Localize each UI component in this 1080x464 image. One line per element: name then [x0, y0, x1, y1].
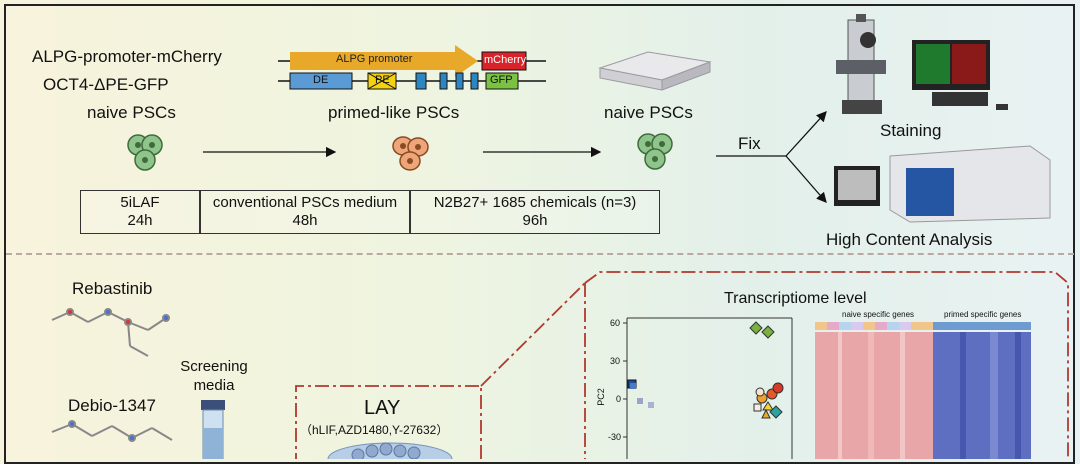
- timeline-box-3: N2B27+ 1685 chemicals (n=3) 96h: [410, 190, 660, 234]
- lay-subtitle: （hLIF,AZD1480,Y-27632）: [300, 423, 449, 437]
- timeline-box-1: 5iLAF 24h: [80, 190, 200, 234]
- staining-label: Staining: [880, 121, 942, 140]
- pca-plot: [623, 317, 793, 459]
- connector-line: [480, 282, 586, 387]
- transcriptome-title: Transcriptiome level: [724, 290, 867, 307]
- panel-divider: [6, 253, 1074, 255]
- screening-tube: [201, 400, 225, 459]
- naive-genes-label: naive specific genes: [842, 310, 915, 319]
- timeline-medium-2: conventional PSCs medium: [212, 194, 398, 211]
- timeline-time-2: 48h: [292, 212, 318, 229]
- gfp-label: GFP: [490, 74, 513, 86]
- pca-ytick-0: 0: [616, 394, 622, 404]
- reporter-2-label: OCT4-ΔPE-GFP: [43, 75, 169, 94]
- pca-ytick-neg30: -30: [608, 432, 622, 442]
- construct-1: [278, 45, 546, 77]
- microscope: [836, 14, 886, 114]
- arrow-down: [785, 155, 827, 203]
- timeline-medium-3: N2B27+ 1685 chemicals (n=3): [433, 194, 637, 211]
- stage-2-label: primed-like PSCs: [328, 103, 460, 122]
- stage-3-label: naive PSCs: [604, 103, 693, 122]
- arrow-up: [785, 111, 827, 157]
- lay-dish-cells: [351, 442, 421, 459]
- pe-label: PE: [375, 74, 390, 86]
- lay-title: LAY: [364, 397, 401, 419]
- well-plate: [598, 51, 712, 91]
- primed-genes-label: primed specific genes: [944, 310, 1022, 319]
- screening-media-label: Screening media: [180, 358, 248, 394]
- de-label: DE: [313, 74, 329, 86]
- pca-ylabel: PC2: [595, 388, 606, 406]
- stage-1-label: naive PSCs: [87, 103, 176, 122]
- heatmap: [815, 322, 1031, 459]
- timeline-medium-1: 5iLAF: [120, 194, 160, 211]
- hca-label: High Content Analysis: [826, 230, 993, 249]
- pca-ytick-60: 60: [610, 318, 621, 328]
- alpg-promoter-label: ALPG promoter: [336, 53, 413, 65]
- pca-ytick-30: 30: [610, 356, 621, 366]
- lay-frame: [295, 385, 482, 459]
- debio-label: Debio-1347: [68, 396, 156, 415]
- construct-2: [278, 72, 546, 90]
- hca-instrument: [834, 145, 1051, 223]
- mcherry-label: mCherry: [484, 54, 527, 66]
- timeline-time-1: 24h: [127, 212, 153, 229]
- fix-label: Fix: [738, 134, 761, 153]
- rebastinib-label: Rebastinib: [72, 279, 153, 298]
- monitor: [912, 40, 1008, 110]
- naive-cells-1: [127, 134, 163, 171]
- primed-cells: [392, 136, 429, 171]
- timeline-time-3: 96h: [522, 212, 548, 229]
- reporter-1-label: ALPG-promoter-mCherry: [32, 47, 222, 66]
- timeline-box-2: conventional PSCs medium 48h: [200, 190, 410, 234]
- debio-molecule: [51, 420, 173, 442]
- naive-cells-2: [637, 133, 673, 170]
- rebastinib-molecule: [51, 308, 170, 357]
- transcriptome-frame: [584, 271, 1069, 459]
